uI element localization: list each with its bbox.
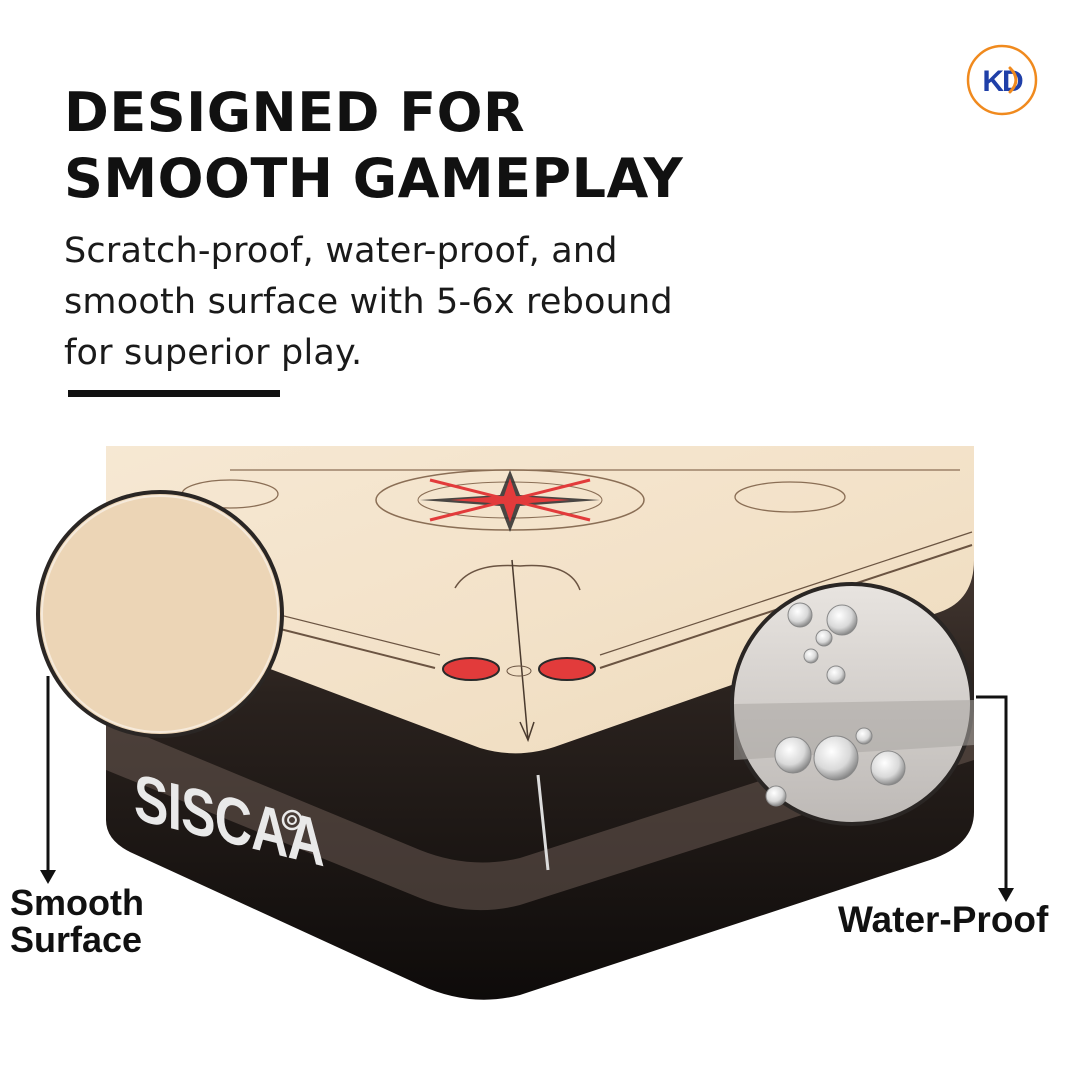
water-proof-pointer [976,695,1014,902]
water-droplets-icon [730,582,974,826]
headline-line-1: DESIGNED FOR [64,81,526,144]
siscaa-brand-mark: SISCAA [134,760,324,881]
board-surface [106,446,974,754]
feature-smooth-surface: Smooth Surface [10,884,144,958]
board-red-spot-left [442,657,500,681]
headline: DESIGNED FOR SMOOTH GAMEPLAY [64,80,683,212]
kd-logo: KD [966,44,1038,116]
subheadline-line-2: smooth surface with 5-6x rebound [64,282,673,322]
subheadline-line-3: for superior play. [64,333,363,373]
feature-water-proof: Water-Proof [838,900,1048,940]
accent-underline [68,390,280,397]
subheadline: Scratch-proof, water-proof, and smooth s… [64,226,673,379]
logo-text: KD [982,65,1023,98]
feature-smooth-surface-line-2: Surface [10,919,143,960]
smooth-surface-pointer [40,676,56,884]
subheadline-line-1: Scratch-proof, water-proof, and [64,231,618,271]
wood-swatch-icon [36,490,284,738]
board-red-spot-right [538,657,596,681]
feature-water-proof-label: Water-Proof [838,899,1049,940]
headline-line-2: SMOOTH GAMEPLAY [64,147,684,210]
feature-smooth-surface-line-1: Smooth [10,882,144,923]
